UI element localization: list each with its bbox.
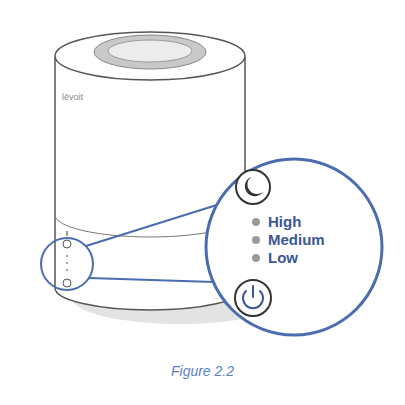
- dot: [66, 262, 68, 264]
- zoom-line: [86, 204, 220, 246]
- tank-ring: [94, 35, 206, 69]
- level-label: High: [268, 213, 301, 231]
- figure-caption: Figure 2.2: [0, 362, 405, 380]
- zoom-line: [89, 278, 214, 282]
- level-dot: [252, 218, 260, 226]
- moon-icon: [245, 177, 263, 196]
- level-label: Medium: [268, 231, 325, 249]
- zoom-source-circle: [41, 238, 93, 290]
- dot: [66, 269, 68, 271]
- top-rim: [55, 32, 245, 80]
- power-button: [235, 280, 271, 316]
- zoom-circle: [206, 159, 382, 335]
- brand-logo: lēvoit: [62, 92, 83, 103]
- tank-opening: [108, 40, 192, 62]
- dot: [66, 255, 68, 257]
- power-icon: [252, 286, 254, 297]
- indicator: [66, 231, 67, 236]
- sleep-button-small: [63, 240, 71, 248]
- sleep-button: [236, 170, 270, 204]
- power-button-small: [63, 279, 71, 287]
- level-dot: [252, 236, 260, 244]
- level-label: Low: [268, 249, 298, 267]
- level-dot: [252, 254, 260, 262]
